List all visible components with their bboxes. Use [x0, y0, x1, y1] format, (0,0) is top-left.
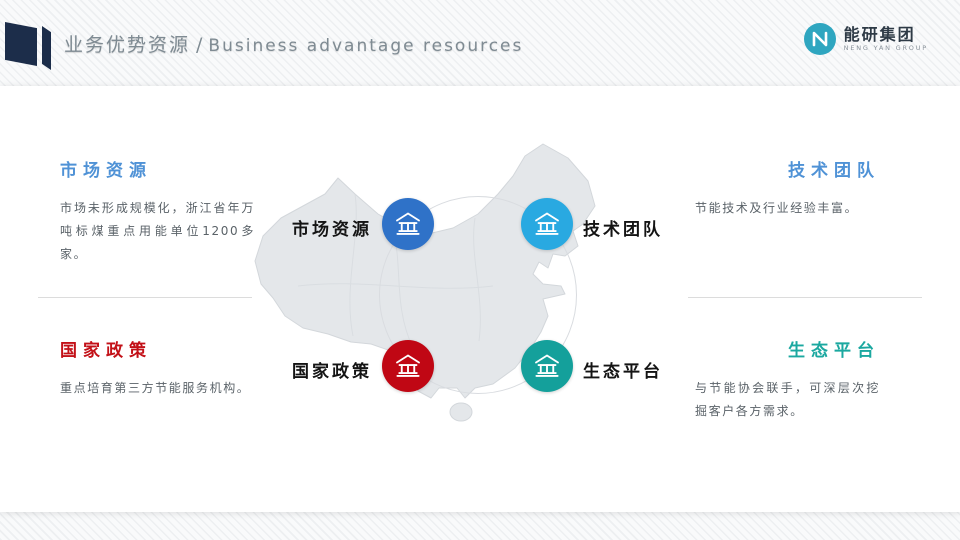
panel-national-policy: 国家政策 重点培育第三方节能服务机构。 [60, 336, 255, 400]
node-market-resources [382, 198, 434, 250]
panel-heading-policy: 国家政策 [60, 341, 152, 361]
node-label-team: 技术团队 [583, 220, 663, 240]
bank-icon [532, 351, 562, 381]
page-title-zh: 业务优势资源 [64, 34, 191, 56]
flag-ribbon-icon [5, 22, 37, 66]
panel-market-resources: 市场资源 市场未形成规模化，浙江省年万吨标煤重点用能单位1200多家。 [60, 156, 255, 265]
left-divider [38, 297, 252, 298]
node-label-platform: 生态平台 [583, 362, 663, 382]
panel-body-platform: 与节能协会联手，可深层次挖掘客户各方需求。 [695, 381, 880, 418]
logo-name-en: NENG YAN GROUP [843, 44, 928, 53]
right-divider [688, 297, 922, 298]
page-title: 业务优势资源/Business advantage resources [64, 30, 523, 57]
logo-name-zh: 能研集团 [843, 24, 916, 44]
logo-text: 能研集团 NENG YAN GROUP [844, 26, 928, 53]
panel-body-policy: 重点培育第三方节能服务机构。 [60, 381, 251, 395]
panel-tech-team: 技术团队 节能技术及行业经验丰富。 [695, 156, 880, 220]
title-separator: / [196, 34, 203, 56]
panel-body-team: 节能技术及行业经验丰富。 [695, 201, 859, 215]
panel-heading-platform: 生态平台 [788, 341, 880, 361]
node-label-policy: 国家政策 [292, 362, 372, 382]
logo-swoosh-icon [803, 23, 836, 55]
panel-body-market: 市场未形成规模化，浙江省年万吨标煤重点用能单位1200多家。 [60, 201, 255, 261]
node-label-market: 市场资源 [292, 220, 372, 240]
panel-heading-team: 技术团队 [788, 161, 880, 181]
node-eco-platform [521, 340, 573, 392]
center-ring [379, 196, 577, 394]
panel-eco-platform: 生态平台 与节能协会联手，可深层次挖掘客户各方需求。 [695, 336, 880, 423]
panel-heading-market: 市场资源 [60, 161, 152, 181]
node-national-policy [382, 340, 434, 392]
page-title-en: Business advantage resources [208, 36, 524, 56]
company-logo: 能研集团 NENG YAN GROUP [803, 22, 928, 56]
bank-icon [393, 351, 423, 381]
node-tech-team [521, 198, 573, 250]
bank-icon [532, 209, 562, 239]
bank-icon [393, 209, 423, 239]
flag-ribbon-stripe-icon [42, 26, 51, 70]
